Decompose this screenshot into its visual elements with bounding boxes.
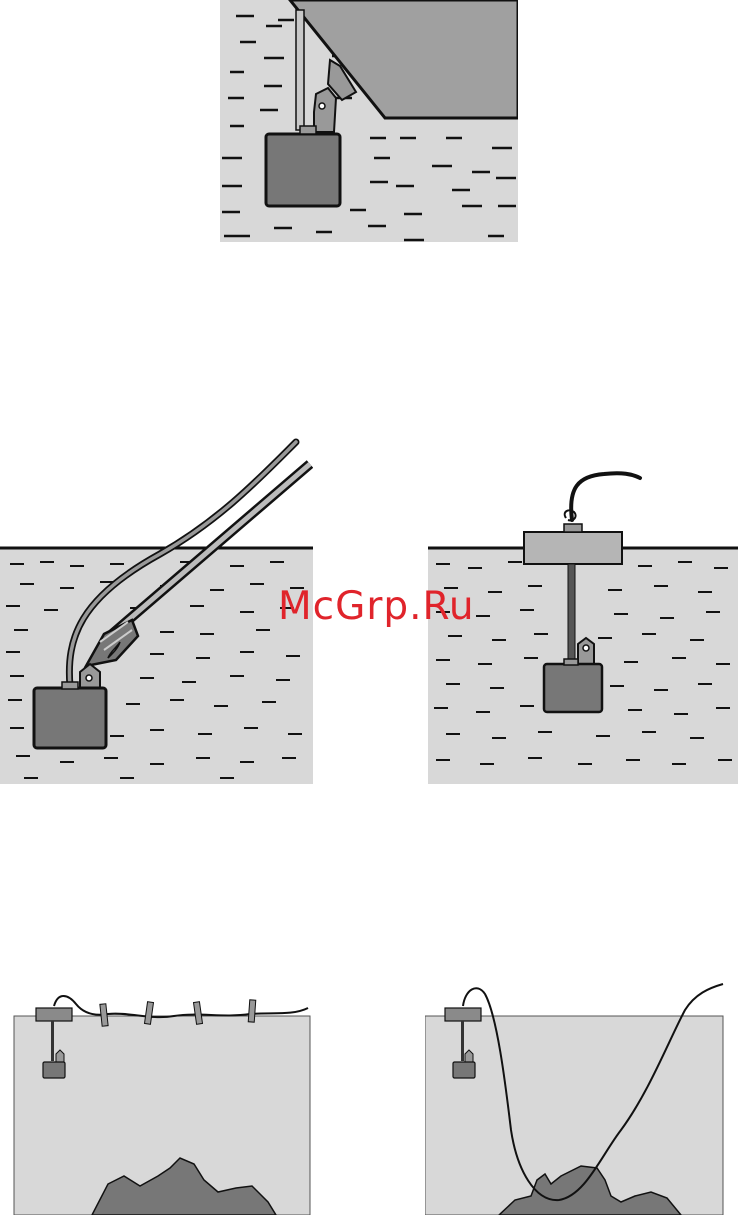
float-block <box>36 1008 72 1021</box>
mount-rod <box>296 10 304 130</box>
diagram-cable-clipped <box>0 980 313 1215</box>
bracket-pivot <box>314 88 336 132</box>
transducer-transom-icon <box>220 0 518 242</box>
transducer-cable <box>54 996 308 1017</box>
transducer-body <box>544 664 602 712</box>
float-block <box>445 1008 481 1021</box>
cable-loose-icon <box>425 980 738 1215</box>
diagram-cable-loose <box>425 980 738 1215</box>
diagram-pole-mount <box>0 438 313 784</box>
transducer-body <box>34 688 106 748</box>
transducer-float-icon <box>428 468 738 784</box>
diagram-float-mount <box>428 468 738 784</box>
cable-clipped-icon <box>0 980 313 1215</box>
transducer-body <box>43 1062 65 1078</box>
transducer-pole-icon <box>0 438 313 784</box>
transducer-cable <box>571 473 640 520</box>
transducer-body <box>453 1062 475 1078</box>
float-block <box>524 532 622 564</box>
mount-rod <box>568 564 575 662</box>
diagram-transom-mount <box>220 0 518 242</box>
transducer-body <box>266 134 340 206</box>
